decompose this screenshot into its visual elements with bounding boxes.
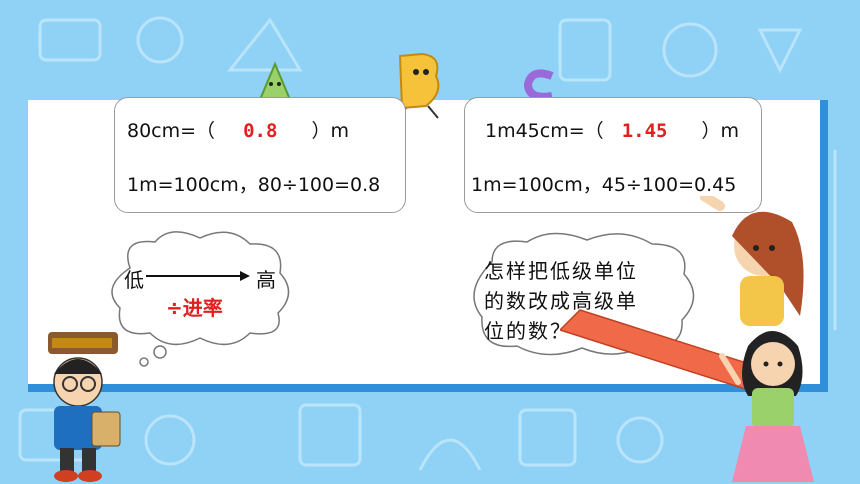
equation-prefix: 1m45cm=（ (485, 120, 604, 142)
low-unit-label: 低 (124, 268, 144, 292)
letter-c-mascot-icon (523, 69, 554, 101)
conversion-rule-label: ÷进率 (166, 296, 223, 320)
question-text: 怎样把低级单位 的数改成高级单 位的数？ (484, 256, 638, 346)
boy-character-illustration (48, 332, 121, 482)
equation-row: 1m45cm=（ 1.45 ）m (485, 116, 739, 143)
question-line: 怎样把低级单位 (484, 259, 638, 283)
girl-raising-hand-illustration (700, 196, 804, 326)
question-line: 的数改成高级单 (484, 289, 638, 313)
thought-cloud-left (111, 231, 290, 367)
equation-suffix: ）m (311, 120, 349, 142)
girl-student-illustration (719, 331, 814, 482)
conversion-card-left: 80cm=（ 0.8 ）m 1m=100cm，80÷100=0.8 (114, 97, 406, 213)
letter-b-mascot-icon (395, 52, 440, 119)
answer-value: 0.8 (243, 120, 278, 142)
explanation-text: 1m=100cm，80÷100=0.8 (127, 174, 381, 196)
question-line: 位的数？ (484, 319, 572, 343)
equation-prefix: 80cm=（ (127, 120, 216, 142)
high-unit-label: 高 (256, 268, 276, 292)
explanation-text: 1m=100cm，45÷100=0.45 (471, 174, 737, 196)
conversion-card-right: 1m45cm=（ 1.45 ）m 1m=100cm，45÷100=0.45 (464, 97, 762, 213)
answer-value: 1.45 (621, 120, 668, 142)
equation-row: 80cm=（ 0.8 ）m (127, 116, 349, 143)
equation-suffix: ）m (701, 120, 740, 142)
